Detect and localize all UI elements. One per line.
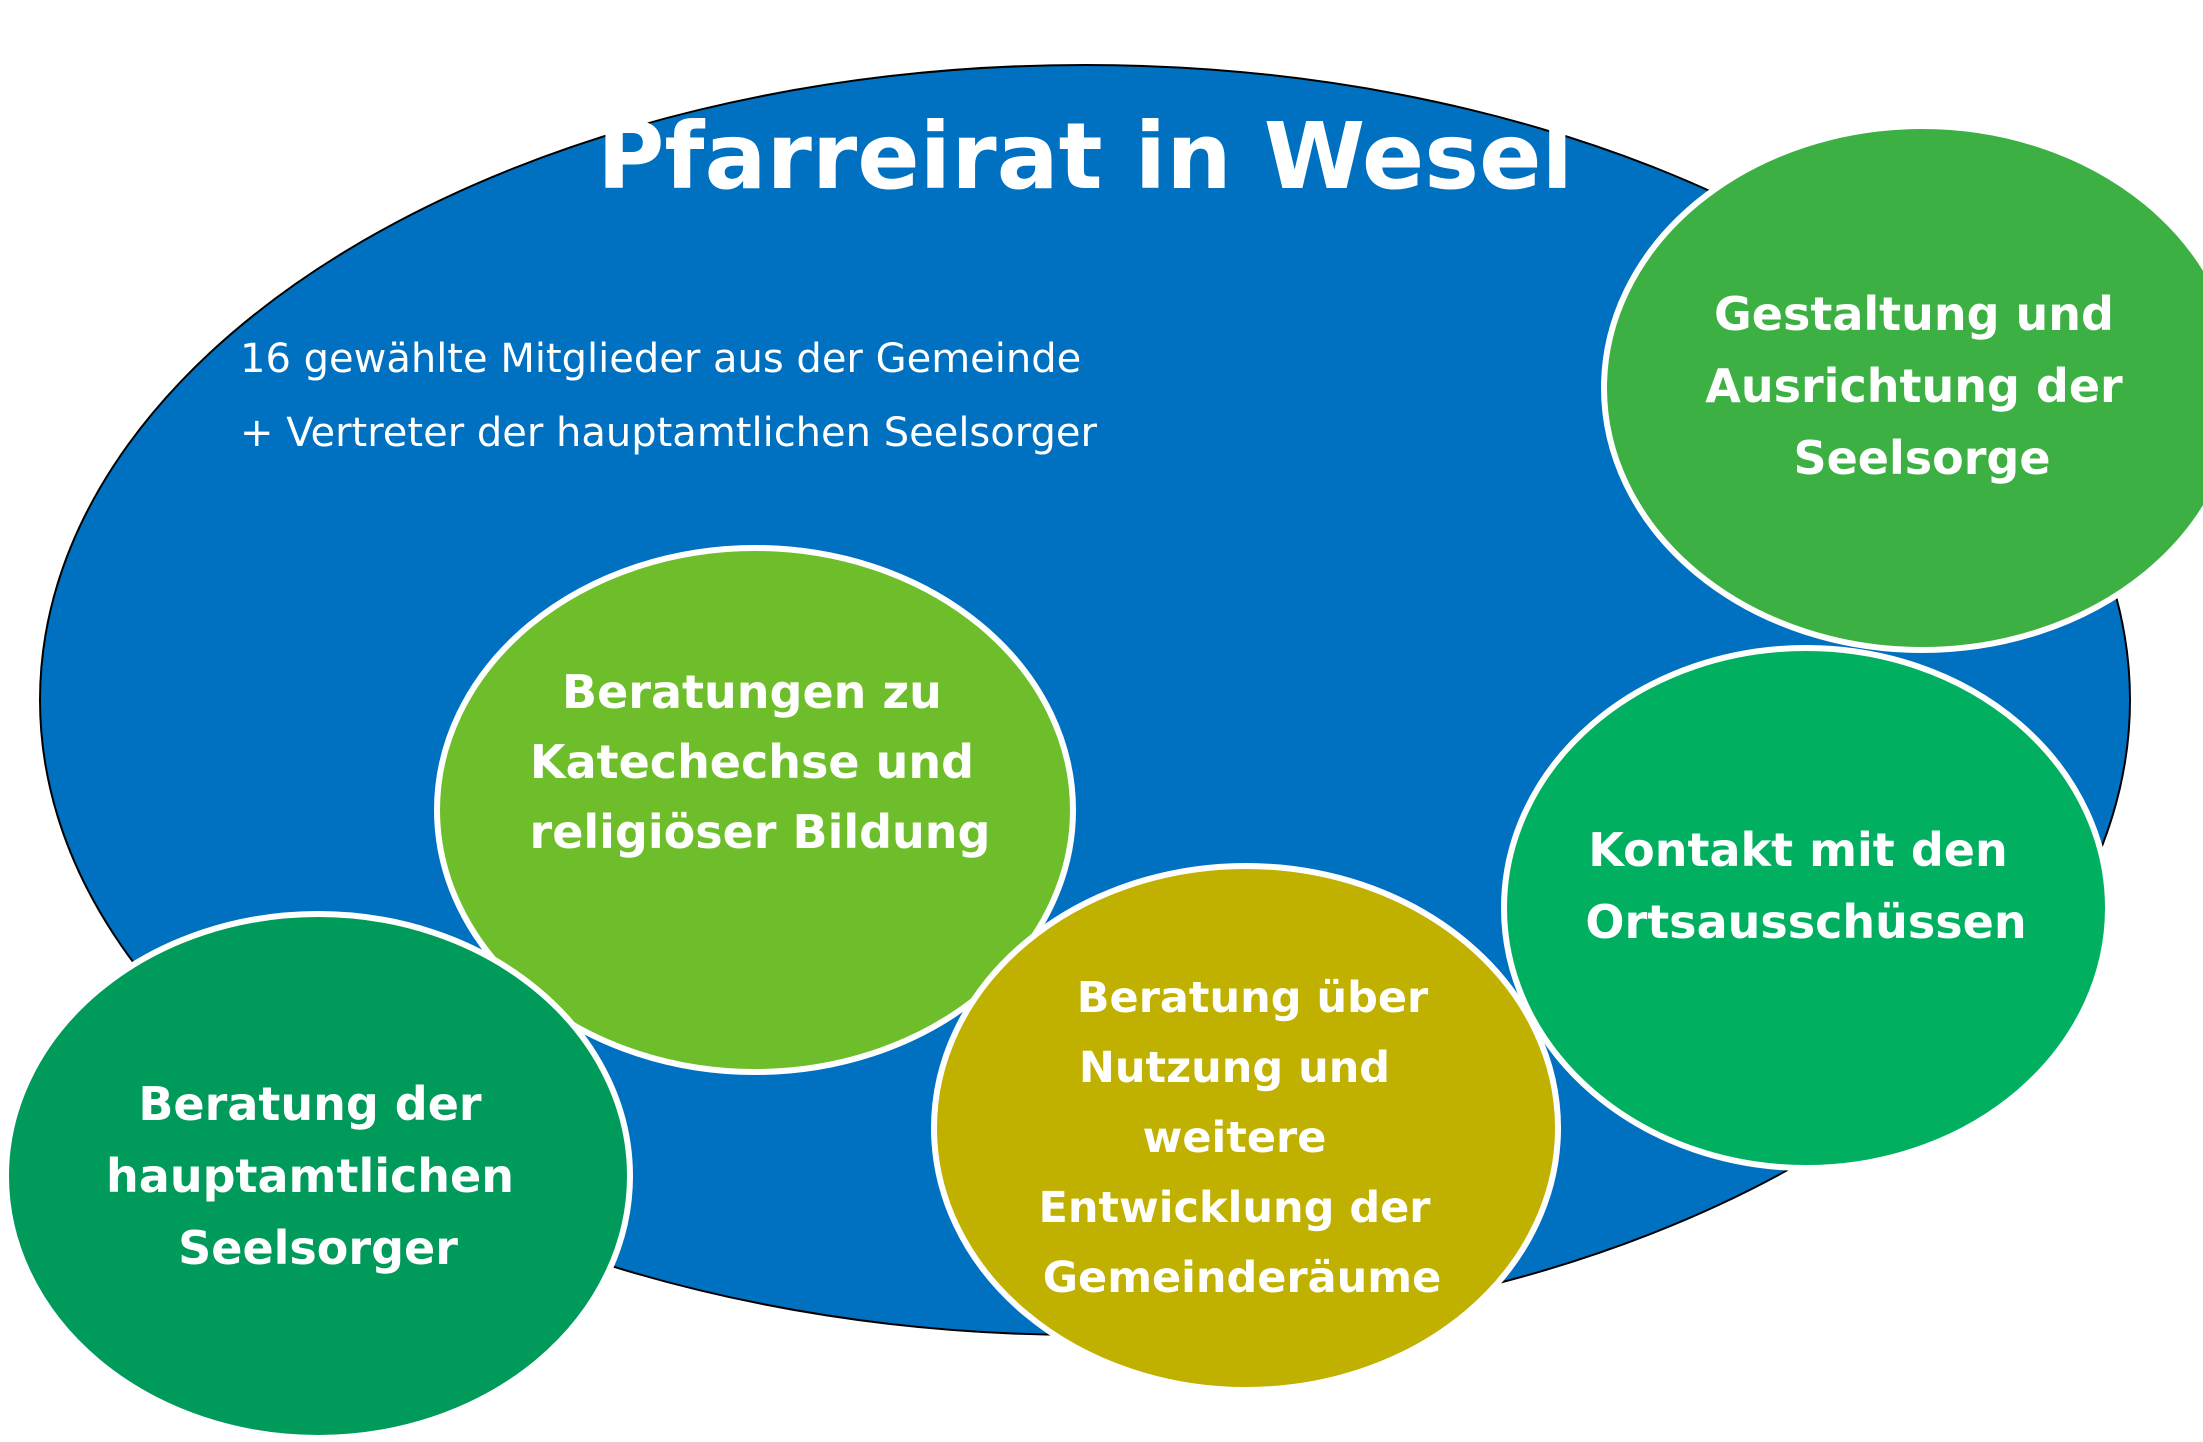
svg-text:Gestaltung und Ausrichtu: Gestaltung und Ausrichtung der Seelsorge	[1705, 287, 2138, 485]
bubble-gemeinderaeume-line-4: Entwicklung der	[1039, 1183, 1432, 1233]
svg-text:Beratung über Nutzung un: Beratung über Nutzung und weitere Entwic…	[1039, 973, 1446, 1303]
svg-text:Kontakt mit den Ortsauss: Kontakt mit den Ortsausschüssen	[1585, 823, 2026, 949]
bubble-gemeinderaeume-line-5: Gemeinderäume	[1043, 1253, 1442, 1303]
bubble-seelsorger-shape	[3, 911, 633, 1441]
bubble-seelsorge-line-2: Ausrichtung der	[1705, 359, 2123, 413]
bubble-gemeinderaeume-line-1: Beratung über	[1077, 973, 1429, 1023]
svg-text:Beratung der hauptamtlic: Beratung der hauptamtlichen Seelsorger	[106, 1077, 530, 1275]
bubble-seelsorger: Beratung der hauptamtlichen Seelsorger	[3, 911, 633, 1441]
bubble-ortsausschuss-shape	[1501, 645, 2111, 1171]
intro-line-representatives: + Vertreter der hauptamtlichen Seelsorge…	[240, 410, 1097, 456]
diagram-title: Pfarreirat in Wesel	[597, 103, 1573, 210]
bubble-katechese-line-1: Beratungen zu	[562, 665, 942, 719]
bubble-ortsausschuss-line-2: Ortsausschüssen	[1585, 895, 2026, 949]
bubble-seelsorge-shape	[1601, 123, 2203, 653]
bubble-seelsorger-line-3: Seelsorger	[178, 1221, 458, 1275]
bubble-seelsorger-line-1: Beratung der	[138, 1077, 482, 1131]
bubble-seelsorge-line-3: Seelsorge	[1793, 431, 2050, 485]
svg-text:Beratungen zu Katechechs: Beratungen zu Katechechse und religiöser…	[530, 665, 991, 859]
intro-line-members: 16 gewählte Mitglieder aus der Gemeinde	[240, 336, 1081, 382]
bubble-katechese-shape	[434, 545, 1076, 1075]
bubble-katechese: Beratungen zu Katechechse und religiöser…	[434, 545, 1076, 1075]
bubble-gemeinderaeume-shape	[931, 863, 1561, 1393]
bubble-katechese-line-3: religiöser Bildung	[530, 805, 991, 859]
bubble-gemeinderaeume: Beratung über Nutzung und weitere Entwic…	[931, 863, 1561, 1393]
bubble-gemeinderaeume-line-3: weitere	[1143, 1113, 1327, 1163]
bubble-seelsorger-line-2: hauptamtlichen	[106, 1149, 514, 1203]
bubble-ortsausschuss: Kontakt mit den Ortsausschüssen	[1501, 645, 2111, 1171]
bubble-ortsausschuss-line-1: Kontakt mit den	[1588, 823, 2007, 877]
bubble-seelsorge-line-1: Gestaltung und	[1714, 287, 2114, 341]
bubble-katechese-line-2: Katechechse und	[530, 735, 974, 789]
bubble-seelsorge: Gestaltung und Ausrichtung der Seelsorge	[1601, 123, 2203, 653]
bubble-gemeinderaeume-line-2: Nutzung und	[1079, 1043, 1390, 1093]
